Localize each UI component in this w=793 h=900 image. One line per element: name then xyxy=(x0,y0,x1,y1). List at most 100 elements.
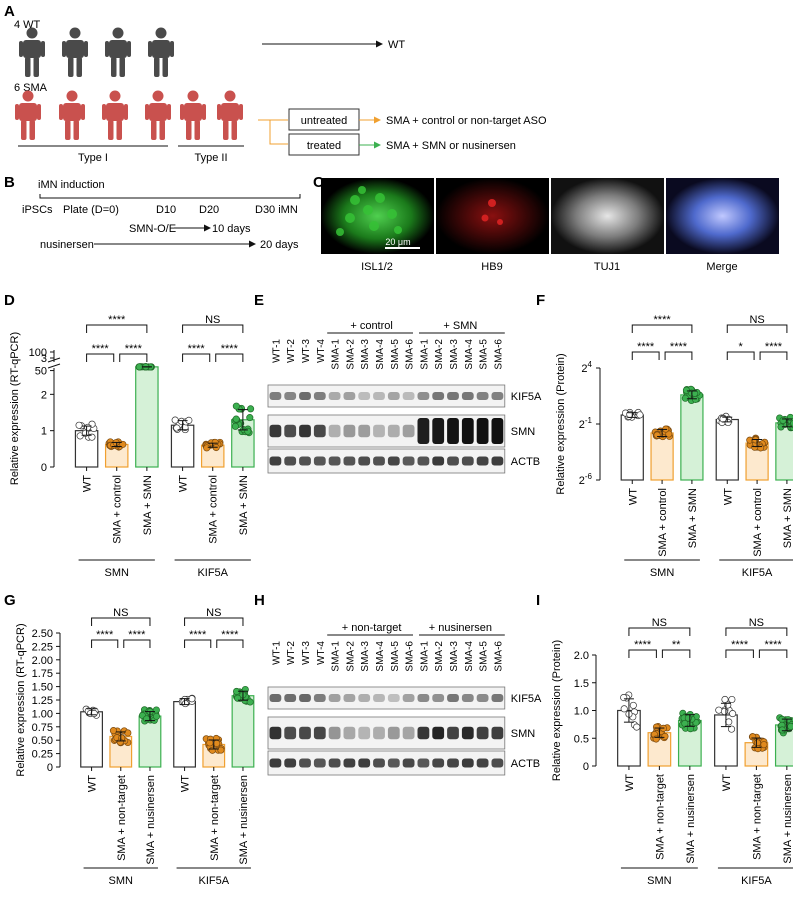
data-point xyxy=(620,694,628,702)
band xyxy=(313,726,326,740)
group-label: SMN xyxy=(105,567,130,579)
y-tick-label: 0 xyxy=(47,762,53,774)
y-tick-label: 2.50 xyxy=(32,628,53,640)
sig-bracket xyxy=(664,351,693,360)
data-point xyxy=(749,733,757,741)
sig-label: NS xyxy=(206,607,221,619)
sma-people xyxy=(15,90,243,140)
y-tick-label: 2-1 xyxy=(579,416,593,431)
band xyxy=(343,424,356,438)
x-tick-label: WT xyxy=(180,775,192,792)
band xyxy=(373,424,385,438)
lane-label: SMA-3 xyxy=(449,339,460,370)
sig-label: **** xyxy=(96,629,114,641)
band xyxy=(358,391,371,401)
y-tick-label: 100 xyxy=(29,347,47,359)
band xyxy=(417,758,430,768)
lane-label: WT-1 xyxy=(271,641,282,665)
band xyxy=(461,726,474,740)
sig-bracket xyxy=(628,649,657,658)
band xyxy=(387,726,400,740)
data-point xyxy=(124,729,132,737)
band xyxy=(402,456,415,466)
band xyxy=(476,456,489,466)
group-label: KIF5A xyxy=(197,567,228,579)
band xyxy=(417,418,430,444)
lane-label: SMA-1 xyxy=(419,339,430,370)
band xyxy=(417,726,430,740)
sig-label: **** xyxy=(189,629,207,641)
data-point xyxy=(720,707,729,716)
y-tick-label: 2.0 xyxy=(574,650,589,662)
lane-label: SMA-5 xyxy=(390,339,401,370)
x-tick-label: SMA + SMN xyxy=(782,488,793,548)
lane-label: SMA-1 xyxy=(331,641,342,672)
sma-person-icon xyxy=(180,90,206,140)
band xyxy=(299,693,311,703)
scale-label: 20 μm xyxy=(385,237,410,247)
band xyxy=(284,456,297,466)
data-point xyxy=(760,741,768,749)
lane-label: SMA-2 xyxy=(345,641,356,672)
lane-label: WT-4 xyxy=(316,339,327,363)
x-tick-label: SMA + control xyxy=(112,475,124,544)
data-point xyxy=(213,739,221,747)
lane-label: SMA-2 xyxy=(345,339,356,370)
x-tick-label: WT xyxy=(627,488,639,505)
band xyxy=(269,456,282,466)
panel-h-label: H xyxy=(254,592,265,609)
band xyxy=(432,726,445,740)
y-tick-label: 1.50 xyxy=(32,682,53,694)
data-point xyxy=(753,739,762,747)
lane-label: SMA-6 xyxy=(405,339,416,370)
panel-c: C 20 μm ISL1/2 HB9 TUJ1 Merge xyxy=(313,174,779,273)
x-tick-label: SMA + non-target xyxy=(209,775,221,861)
x-tick-label: SMA + non-target xyxy=(751,774,763,860)
band xyxy=(313,456,326,466)
x-tick-label: SMA + nusinersen xyxy=(782,774,793,864)
band xyxy=(387,391,400,401)
band xyxy=(491,693,504,703)
sig-bracket xyxy=(182,324,244,333)
lane-label: SMA-1 xyxy=(331,339,342,370)
x-tick-label: SMA + control xyxy=(752,488,764,557)
data-point xyxy=(725,718,733,726)
sig-bracket xyxy=(725,627,788,636)
lane-label: WT-3 xyxy=(301,641,312,665)
sig-label: NS xyxy=(652,617,667,629)
bar xyxy=(138,715,162,768)
treated-label: treated xyxy=(307,140,341,152)
stain-tuj1: TUJ1 xyxy=(594,261,620,273)
x-tick-label: SMA + SMN xyxy=(142,475,154,535)
sig-label: **** xyxy=(637,341,655,353)
y-tick-label: 1 xyxy=(41,426,47,438)
sig-bracket xyxy=(215,353,244,362)
y-tick-label: 2 xyxy=(41,389,47,401)
panel-g-label: G xyxy=(4,592,16,609)
y-tick-label: 0.75 xyxy=(32,722,53,734)
lane-label: SMA-3 xyxy=(449,641,460,672)
band xyxy=(491,758,504,768)
band xyxy=(373,456,385,466)
band xyxy=(358,456,371,466)
data-point xyxy=(203,444,211,452)
band xyxy=(491,726,504,740)
lane-label: SMA-6 xyxy=(493,641,504,672)
sig-bracket xyxy=(91,617,151,626)
band xyxy=(402,758,415,768)
data-point xyxy=(686,725,695,733)
plate-label: Plate (D=0) xyxy=(63,204,119,216)
sig-label: **** xyxy=(634,639,652,651)
band xyxy=(461,418,474,444)
band xyxy=(284,726,297,740)
data-point xyxy=(682,386,690,394)
band xyxy=(269,693,282,703)
data-point xyxy=(784,716,792,724)
band xyxy=(284,391,297,401)
data-point xyxy=(75,421,83,429)
merge-image xyxy=(666,178,779,254)
sma-person-icon xyxy=(217,90,243,140)
data-point xyxy=(231,422,239,430)
x-tick-label: WT xyxy=(624,774,636,791)
